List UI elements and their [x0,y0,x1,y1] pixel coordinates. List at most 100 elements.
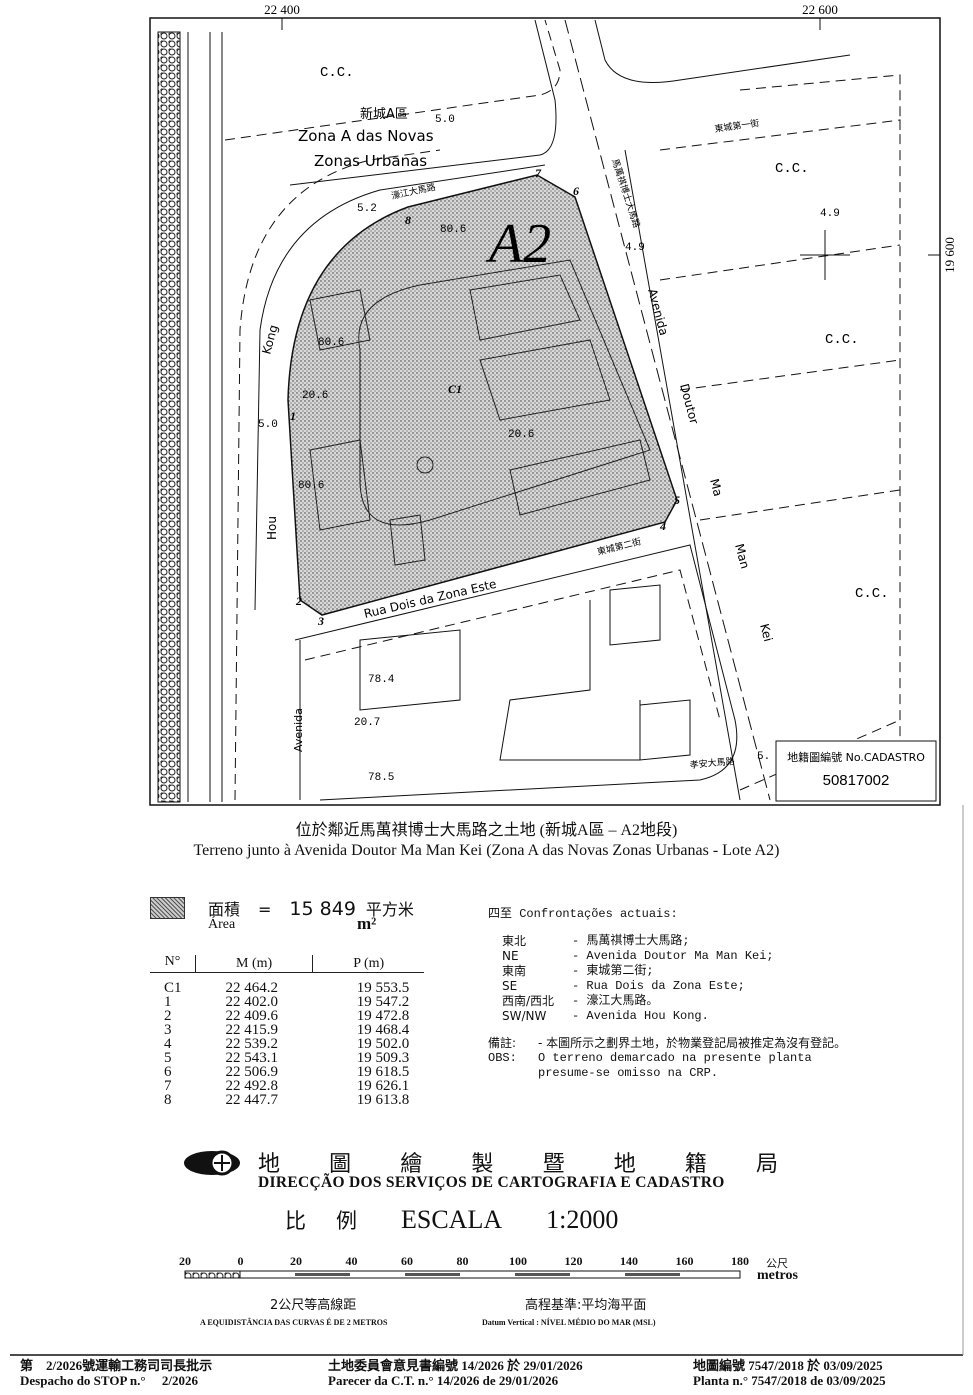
coord-m: 22 447.7 [225,1092,279,1108]
coord-row: C1 22 464.2 19 553.5 [150,973,424,996]
agency-char: 局 [755,1152,778,1177]
coord-p: 19 618.5 [356,1064,410,1080]
boundary: - 濠江大馬路。 [572,994,659,1008]
zone-cn-label: 新城A區 [360,106,408,122]
roads [224,19,901,801]
point-id: 5 [164,1050,172,1066]
datum-cn: 高程基準:平均海平面 [525,1298,647,1313]
elevation-label: 4.9 [625,242,645,254]
confrontation-row: SW/NW- Avenida Hou Kong. [502,1009,846,1024]
area-label-cn: 面積 [208,900,241,919]
point-labels: 1 2 3 4 5 6 7 8 C1 [290,166,680,628]
confrontation-row: 東南- 東城第二街; [502,964,846,979]
street-label: Doutor [677,382,701,425]
point-id: 8 [164,1092,172,1108]
scale-tick-label: 0 [237,1254,244,1268]
area-unit-cn: 平方米 [365,900,414,919]
confrontation-row: NE- Avenida Doutor Ma Man Kei; [502,949,846,964]
coord-row: 6 22 506.9 19 618.5 [150,1064,424,1080]
map-frame [149,17,941,806]
zone-pt-label: Zonas Urbanas [314,152,427,170]
grid-label-p-right: 19 600 [942,237,957,273]
point-label: C1 [448,382,462,396]
scale-tick-label: 20 [290,1254,302,1268]
confrontation-row: 東北- 馬萬祺博士大馬路; [502,934,846,949]
zone-labels: C.C. C.C. C.C. C.C. 新城A區 Zona A das Nova… [298,65,889,602]
elevation-labels: 5.0 5.2 4.9 4.9 5.0 80.6 80.6 20.6 20.6 … [258,114,840,784]
point-id: 6 [164,1064,172,1080]
agency-char: 地 [613,1152,636,1177]
scale-ratio: 1:2000 [546,1205,619,1234]
elevation-label: 80.6 [298,480,324,492]
agency-char: 暨 [542,1152,565,1177]
point-label: 8 [405,213,411,227]
agency-char: 地 [258,1152,281,1177]
coord-p: 19 553.5 [356,980,410,996]
contour-cn: 2公尺等高線距 [270,1298,357,1313]
map-title-pt: Terreno junto à Avenida Doutor Ma Man Ke… [193,842,780,859]
parecer-cn: 土地委員會意見書編號 14/2026 於 29/01/2026 [328,1358,583,1373]
scale-tick-label: 160 [675,1254,694,1268]
boundary: - 東城第二街; [572,964,654,978]
coord-m: 22 506.9 [225,1064,279,1080]
elevation-label: 20.6 [508,429,534,441]
scale-unit-cn: 公尺 [766,1257,788,1270]
street-label: 馬萬祺博士大馬路 [609,157,643,229]
area-unit: m² [357,914,377,933]
col-header-number: N° [150,955,196,973]
cc-label: C.C. [320,65,354,81]
footer-parecer: 土地委員會意見書編號 14/2026 於 29/01/2026 Parecer … [328,1358,583,1388]
footer-planta: 地圖編號 7547/2018 於 03/09/2025 Planta n.° 7… [693,1358,886,1388]
confrontation-row: 西南/西北- 濠江大馬路。 [502,994,846,1009]
contour-pt: A EQUIDISTÂNCIA DAS CURVAS É DE 2 METROS [200,1318,388,1327]
street-label: Avenida [645,287,671,337]
scale-tick-label: 180 [731,1254,749,1268]
obs-cn-label: 備註: [488,1036,517,1050]
confrontations-title-cn: 四至 [488,906,513,920]
scale-label-pt: ESCALA [401,1205,503,1234]
elevation-label: 5.0 [258,419,278,431]
obs-pt-line1: O terreno demarcado na presente planta [538,1051,812,1065]
street-label: 濠江大馬路 [390,181,437,202]
agency-char: 籍 [684,1152,707,1177]
point-id: 4 [164,1036,172,1052]
point-id: 7 [164,1078,172,1094]
area-value: 15 849 [289,898,356,920]
scale-label-cn: 比 [285,1209,306,1233]
scale-title: 比 例 ESCALA 1:2000 [285,1205,618,1235]
elevation-label: 80.6 [318,337,344,349]
elevation-label: 5.0 [435,114,455,126]
parcel-buildings [309,259,651,566]
coord-p: 19 547.2 [356,994,410,1010]
planta-pt: Planta n.° 7547/2018 de 03/09/2025 [693,1373,886,1388]
coord-m: 22 409.6 [225,1008,279,1024]
grid-cross [800,230,850,280]
obs-pt-line2: presume-se omisso na CRP. [538,1066,719,1080]
street-label: Hou [265,516,279,540]
point-id: C1 [164,980,182,996]
coord-m: 22 539.2 [225,1036,279,1052]
elevation-label: 20.7 [354,717,380,729]
planta-cn: 地圖編號 7547/2018 於 03/09/2025 [693,1358,883,1373]
point-label: 4 [659,519,666,533]
boundary: - Avenida Hou Kong. [572,1009,709,1023]
street-label: 東城第一街 [714,117,760,135]
elevation-label: 78.5 [368,772,394,784]
elevation-label: 5.2 [357,203,377,215]
scale-tick-label: 40 [345,1254,358,1268]
street-label: 孝安大馬路 [689,755,735,771]
scale-unit-pt: metros [757,1268,798,1283]
zone-pt-label: Zona A das Novas [298,127,434,145]
seawall-strip [157,31,181,803]
point-label: 5 [674,493,680,507]
boundary: - Avenida Doutor Ma Man Kei; [572,949,774,963]
elevation-label: 5. [757,751,770,763]
coord-m: 22 464.2 [225,980,279,996]
agency-name-pt: DIRECÇÃO DOS SERVIÇOS DE CARTOGRAFIA E C… [258,1174,725,1191]
col-header-m: M (m) [195,955,313,973]
direction: 東北 [502,934,527,948]
